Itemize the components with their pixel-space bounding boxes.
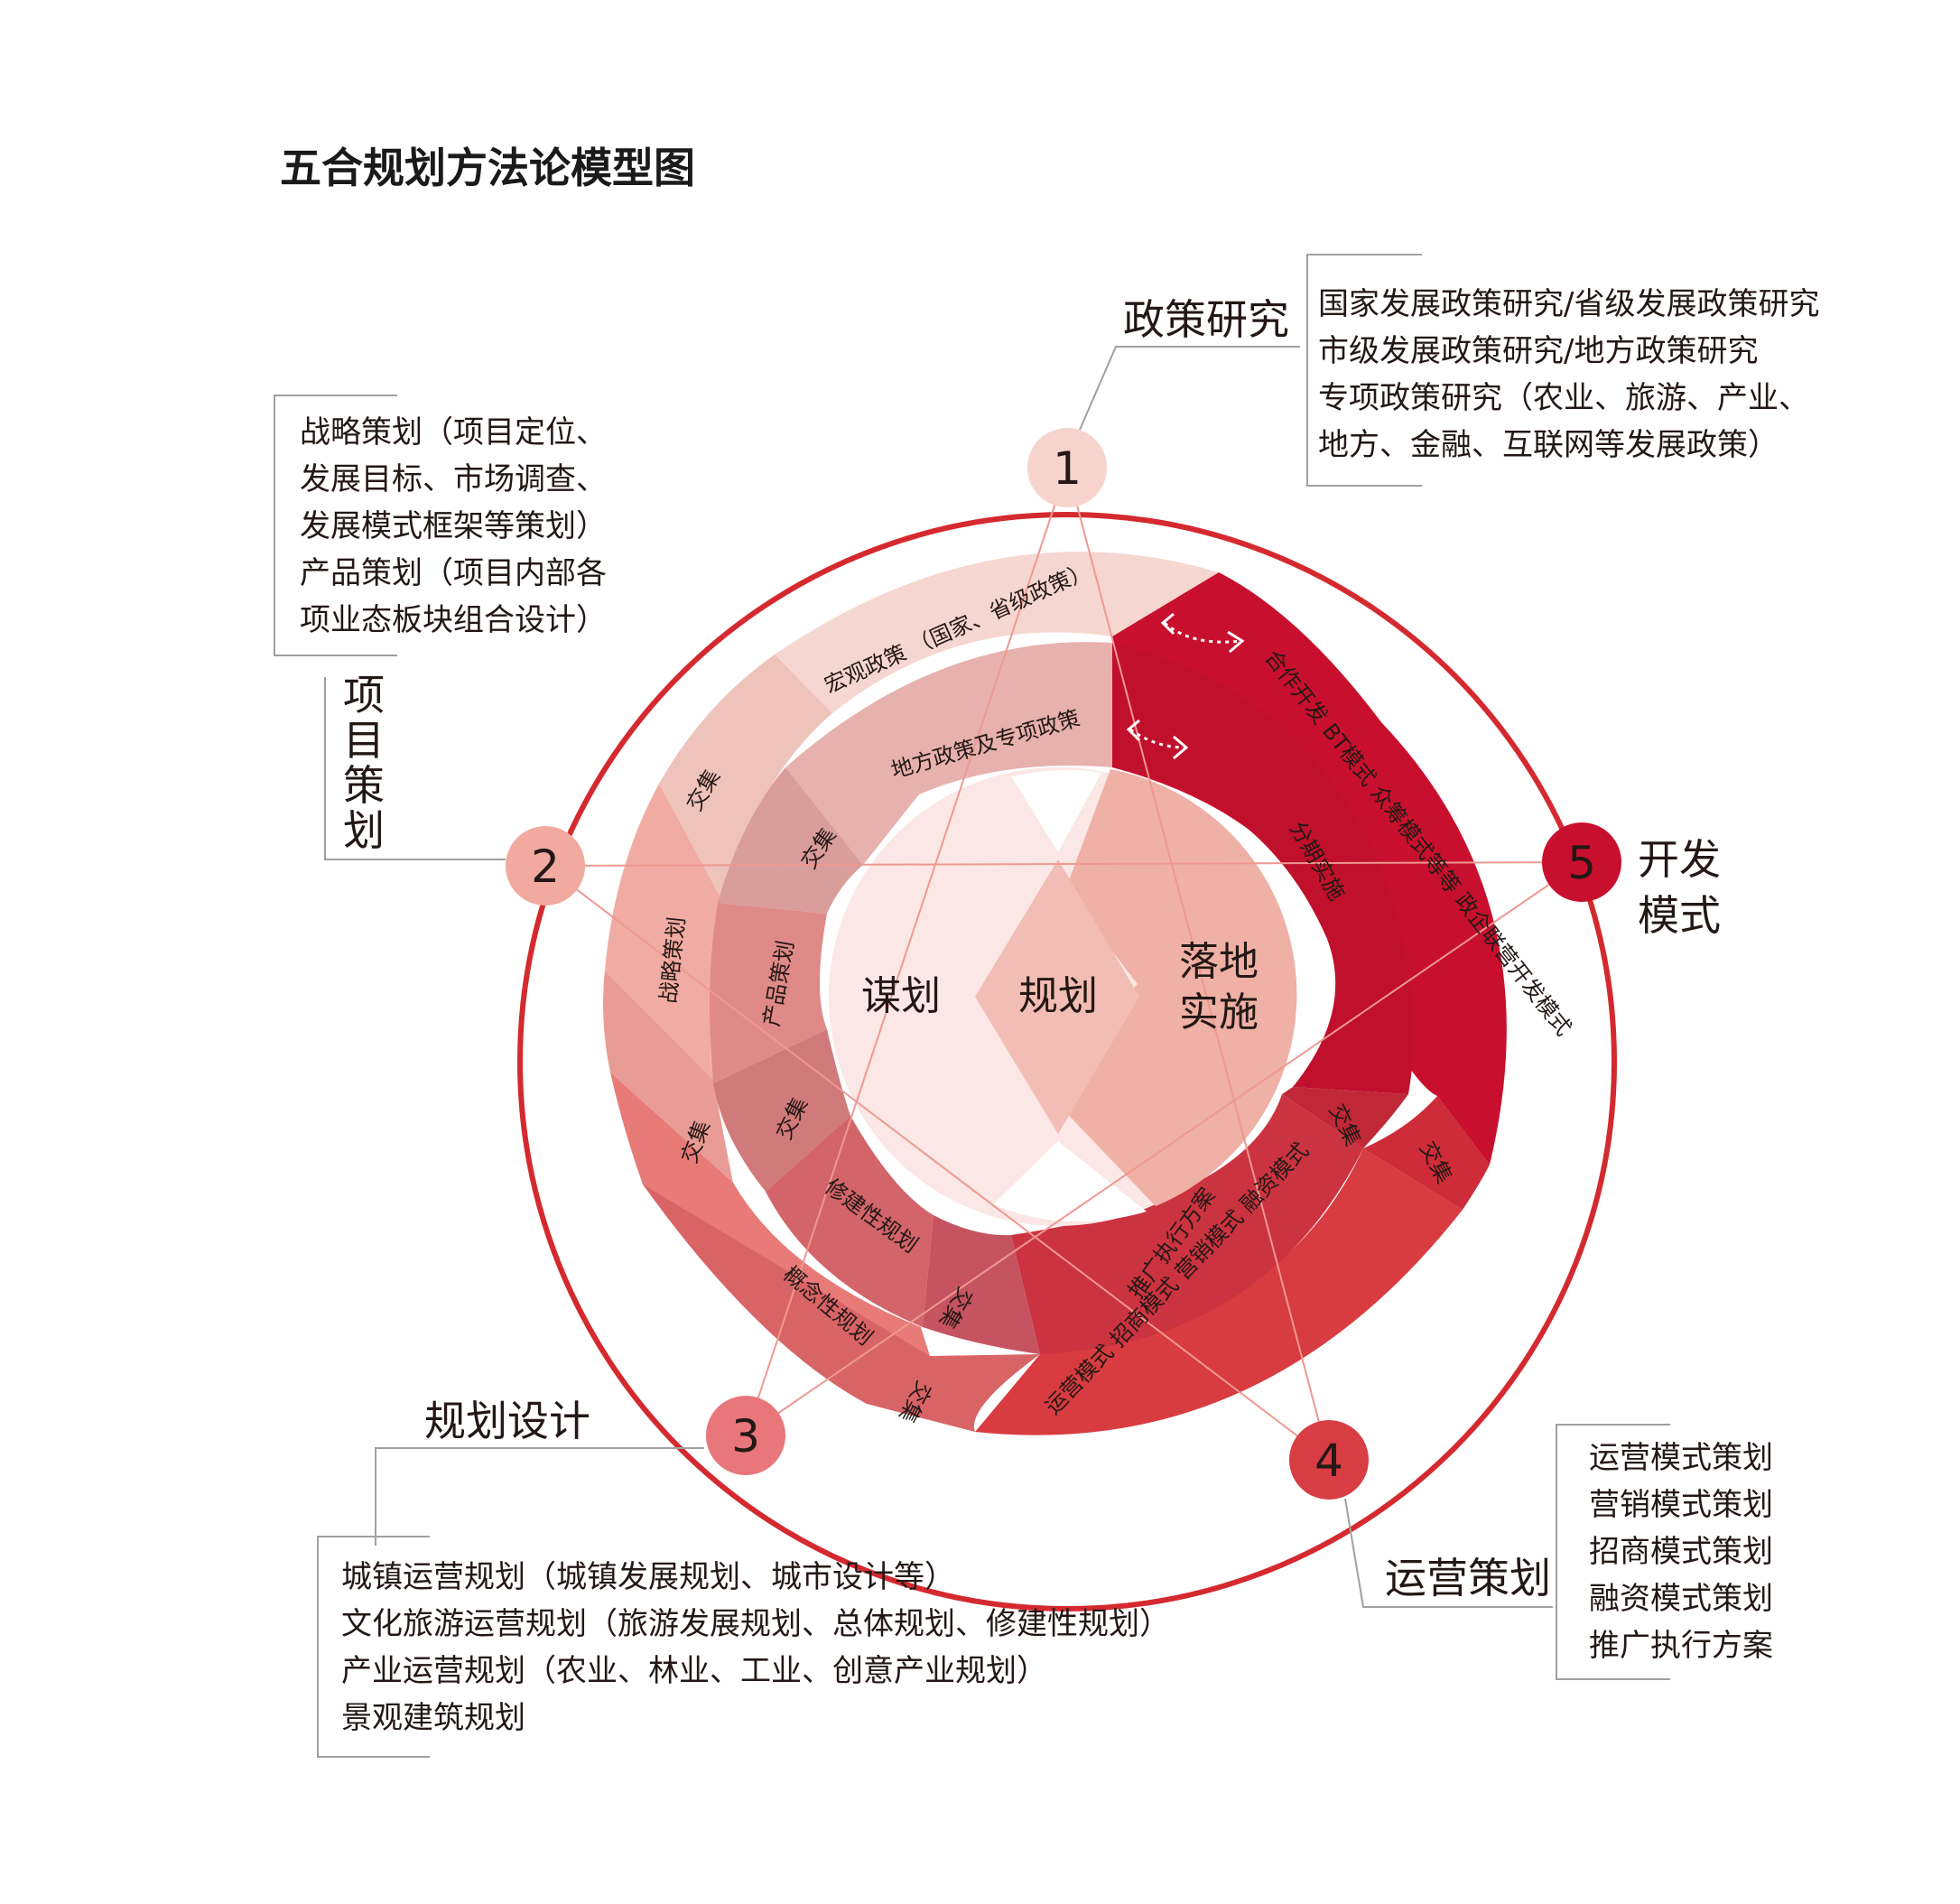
node-3-circle — [706, 1396, 785, 1475]
category-dev-2: 模式 — [1638, 891, 1721, 940]
desc-policy-line: 国家发展政策研究/省级发展政策研究 — [1318, 286, 1819, 322]
sector-overlap-project-design-outer — [603, 971, 733, 1183]
sector-overlap-op-dev-outer — [1363, 1096, 1490, 1210]
sector-design-outer — [610, 1073, 930, 1356]
node-1-circle — [1027, 428, 1107, 507]
leader-lines — [324, 346, 1553, 1608]
bracket-project — [274, 395, 397, 656]
core-notch-top — [1011, 769, 1101, 852]
desc-operation-line: 融资模式策划 — [1589, 1581, 1773, 1617]
sector-project-outer — [605, 784, 722, 1080]
core-circle — [829, 767, 1297, 1226]
inner-ring — [710, 642, 1414, 1354]
exchange-arrows — [1126, 612, 1245, 760]
leader-operation — [1344, 1498, 1553, 1608]
desc-policy: 国家发展政策研究/省级发展政策研究 市级发展政策研究/地方政策研究 专项政策研究… — [1318, 286, 1819, 463]
category-operation: 运营策划 — [1385, 1554, 1551, 1602]
desc-policy-line: 地方、金融、互联网等发展政策） — [1318, 427, 1779, 463]
node-5-number: 5 — [1567, 837, 1596, 889]
sector-policy-inner — [785, 642, 1112, 865]
desc-design-line: 文化旅游运营规划（旅游发展规划、总体规划、修建性规划） — [341, 1606, 1170, 1642]
core-label-plan-strategy: 谋划 — [861, 973, 941, 1019]
sector-overlap-project-design-inner — [713, 1029, 850, 1192]
core-center-diamond — [975, 859, 1139, 1134]
star-line-1-4 — [1066, 467, 1330, 1461]
desc-operation-line: 招商模式策划 — [1589, 1534, 1773, 1570]
desc-operation-line: 推广执行方案 — [1589, 1628, 1773, 1664]
sector-op-inner — [1011, 1094, 1363, 1354]
page-title: 五合规划方法论模型图 — [280, 144, 695, 192]
category-dev-1: 开发 — [1638, 835, 1721, 884]
pentagram — [544, 467, 1583, 1461]
desc-operation-line: 营销模式策划 — [1589, 1487, 1773, 1523]
desc-project-line: 战略策划（项目定位、 — [300, 414, 607, 450]
desc-design: 城镇运营规划（城镇发展规划、城市设计等） 文化旅游运营规划（旅游发展规划、总体规… — [341, 1559, 1170, 1736]
sector-policy-outer — [775, 552, 1219, 713]
desc-project: 战略策划（项目定位、 发展目标、市场调查、 发展模式框架等策划） 产品策划（项目… — [300, 414, 607, 638]
core-labels: 谋划 规划 落地 实施 — [861, 939, 1259, 1036]
desc-policy-line: 市级发展政策研究/地方政策研究 — [1318, 333, 1758, 369]
category-project-1: 项 — [343, 671, 385, 720]
category-labels: 政策研究 项 目 策 划 规划设计 运营策划 开发 模式 — [343, 295, 1721, 1602]
category-policy: 政策研究 — [1123, 295, 1289, 344]
node-2-number: 2 — [531, 841, 560, 893]
node-4-circle — [1289, 1420, 1369, 1500]
category-project-2: 目 — [343, 716, 385, 765]
sector-overlap-design-op-outer — [643, 1184, 1040, 1432]
node-2-circle — [506, 826, 585, 906]
star-line-3-5 — [745, 861, 1583, 1436]
category-project-3: 策 — [343, 761, 385, 810]
leader-policy — [1079, 346, 1300, 431]
core-label-implementation-2: 实施 — [1179, 989, 1259, 1036]
nodes: 1 2 3 4 5 — [506, 428, 1621, 1500]
core-label-implementation-1: 落地 — [1179, 939, 1259, 985]
desc-project-line: 发展模式框架等策划） — [300, 508, 607, 544]
sector-overlap-policy-project-inner — [718, 767, 863, 914]
node-5-circle — [1542, 822, 1621, 902]
sector-project-inner — [710, 903, 827, 1083]
star-line-2-4 — [544, 865, 1330, 1461]
star-line-1-3 — [745, 467, 1068, 1436]
sector-overlap-policy-project-outer — [659, 655, 832, 901]
desc-design-line: 景观建筑规划 — [341, 1700, 525, 1736]
node-3-number: 3 — [731, 1410, 760, 1463]
node-1-number: 1 — [1053, 442, 1082, 495]
bracket-operation — [1556, 1424, 1670, 1680]
category-design: 规划设计 — [424, 1397, 590, 1445]
desc-operation-line: 运营模式策划 — [1589, 1440, 1773, 1476]
category-project-4: 划 — [343, 806, 385, 855]
leader-project — [324, 677, 506, 860]
description-brackets — [274, 254, 1670, 1758]
outer-circle — [517, 512, 1617, 1611]
sector-dev-inner — [1112, 643, 1414, 1094]
desc-project-line: 产品策划（项目内部各 — [300, 555, 607, 591]
core-right — [1038, 769, 1297, 1206]
desc-design-line: 产业运营规划（农业、林业、工业、创意产业规划） — [341, 1653, 1047, 1689]
star-line-2-5 — [544, 861, 1583, 867]
sector-design-inner — [766, 1116, 934, 1327]
sector-overlap-op-dev-inner — [1282, 1087, 1408, 1148]
desc-design-line: 城镇运营规划（城镇发展规划、城市设计等） — [341, 1559, 955, 1595]
sector-overlap-design-op-inner — [923, 1215, 1040, 1354]
desc-operation: 运营模式策划 营销模式策划 招商模式策划 融资模式策划 推广执行方案 — [1589, 1440, 1773, 1664]
node-4-number: 4 — [1314, 1435, 1343, 1487]
desc-project-line: 发展目标、市场调查、 — [300, 461, 607, 497]
sector-op-outer — [975, 1148, 1463, 1435]
bracket-policy — [1306, 254, 1422, 487]
bracket-design — [317, 1536, 430, 1758]
desc-policy-line: 专项政策研究（农业、旅游、产业、 — [1318, 380, 1809, 416]
core-label-planning: 规划 — [1018, 973, 1098, 1019]
core-notch-bottom — [993, 1141, 1147, 1222]
leader-design — [375, 1447, 704, 1546]
desc-project-line: 项业态板块组合设计） — [300, 602, 607, 638]
